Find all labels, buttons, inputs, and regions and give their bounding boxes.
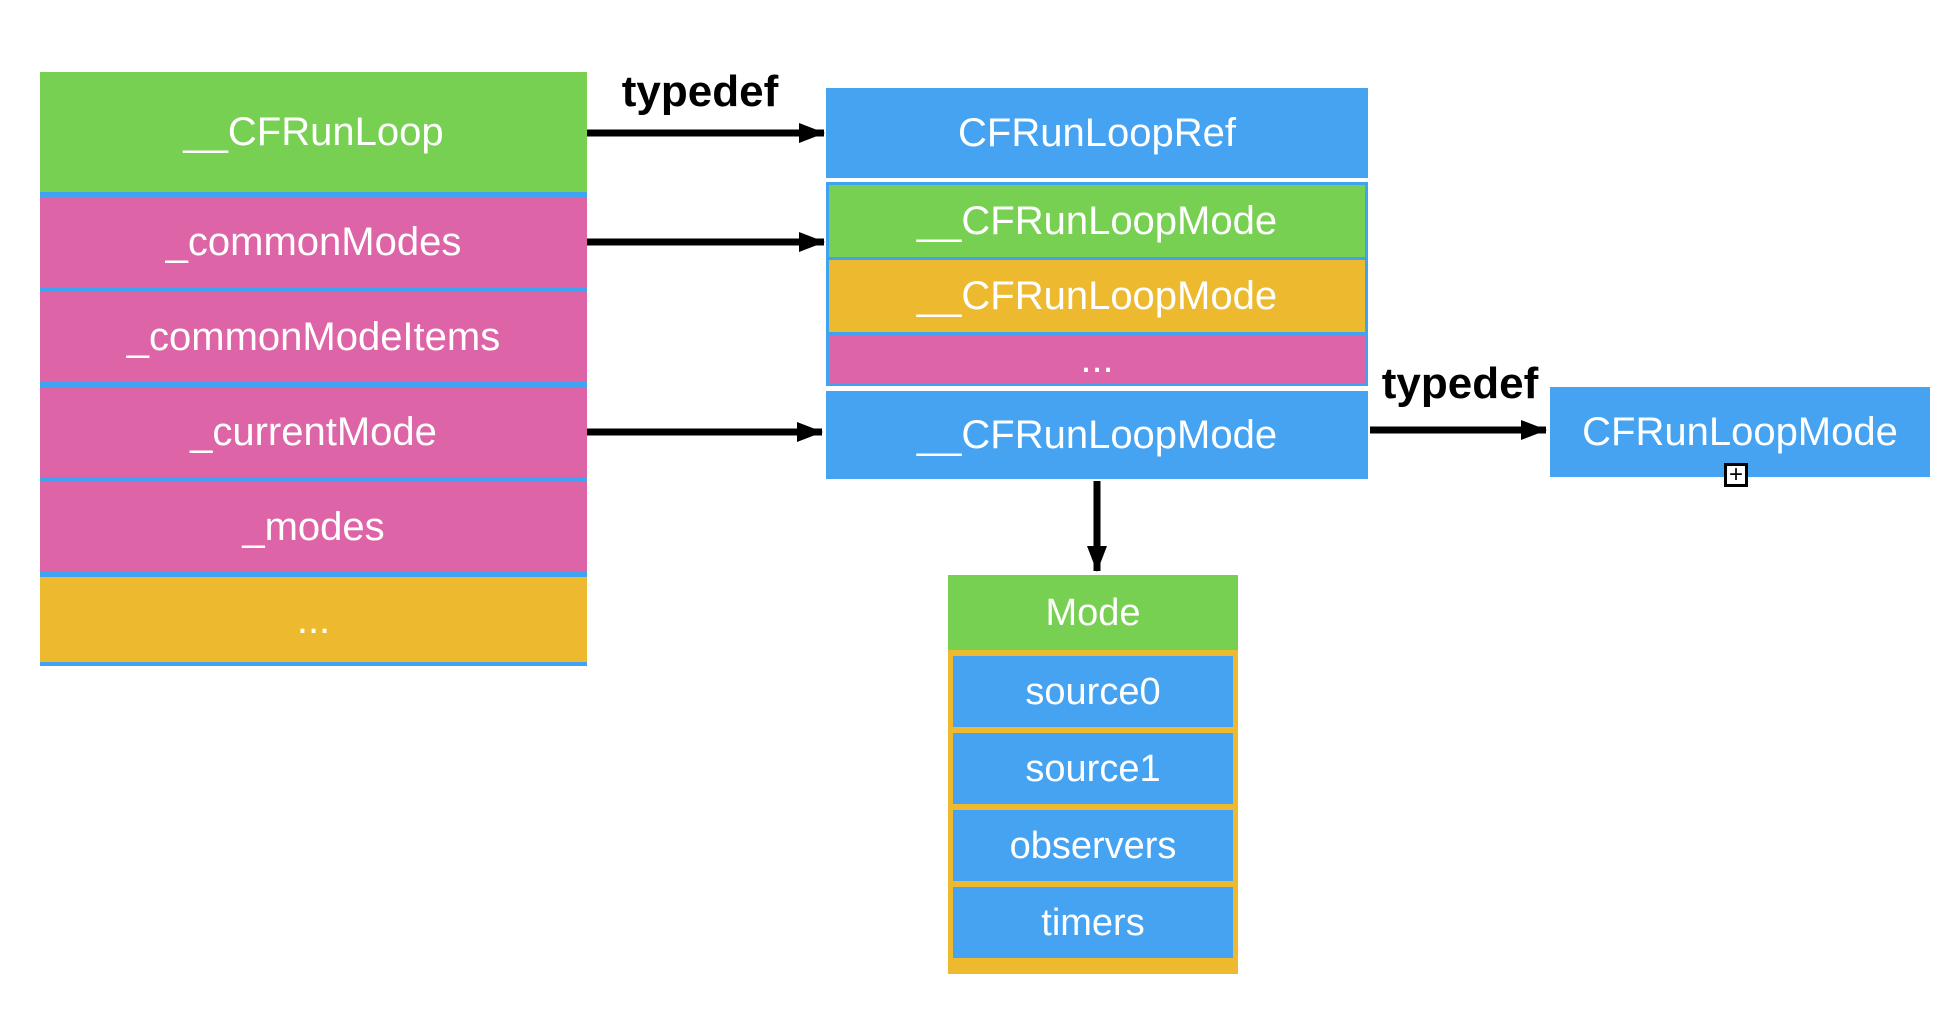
mode-stack: Mode source0 source1 observers timers: [948, 575, 1238, 974]
box-cfrunloopref: CFRunLoopRef: [826, 88, 1368, 178]
box-modes: _modes: [40, 482, 587, 572]
box-cfrunloopmode-orange: __CFRunLoopMode: [829, 260, 1365, 332]
typedef-label-top: typedef: [621, 67, 779, 116]
typedef-label-right: typedef: [1381, 359, 1539, 408]
box-timers: timers: [953, 887, 1233, 958]
modes-group: __CFRunLoopMode __CFRunLoopMode ...: [826, 182, 1368, 386]
box-currentmode: _currentMode: [40, 387, 587, 477]
cfrunloop-struct: __CFRunLoop _commonModes _commonModeItem…: [40, 72, 587, 666]
box-source1: source1: [953, 733, 1233, 804]
box-ellipsis-left: ...: [40, 577, 587, 662]
plus-icon[interactable]: +: [1724, 463, 1748, 487]
box-commonmodeitems: _commonModeItems: [40, 292, 587, 382]
box-commonmodes: _commonModes: [40, 197, 587, 287]
box-cfrunloopmode-green: __CFRunLoopMode: [829, 185, 1365, 257]
box-cfrunloop: __CFRunLoop: [40, 72, 587, 192]
box-source0: source0: [953, 656, 1233, 727]
box-cfrunloopmode-typedef: CFRunLoopMode: [1550, 387, 1930, 477]
box-mode-header: Mode: [948, 575, 1238, 650]
box-cfrunloopmode-struct: __CFRunLoopMode: [826, 391, 1368, 479]
box-observers: observers: [953, 810, 1233, 881]
box-ellipsis-group: ...: [829, 335, 1365, 383]
